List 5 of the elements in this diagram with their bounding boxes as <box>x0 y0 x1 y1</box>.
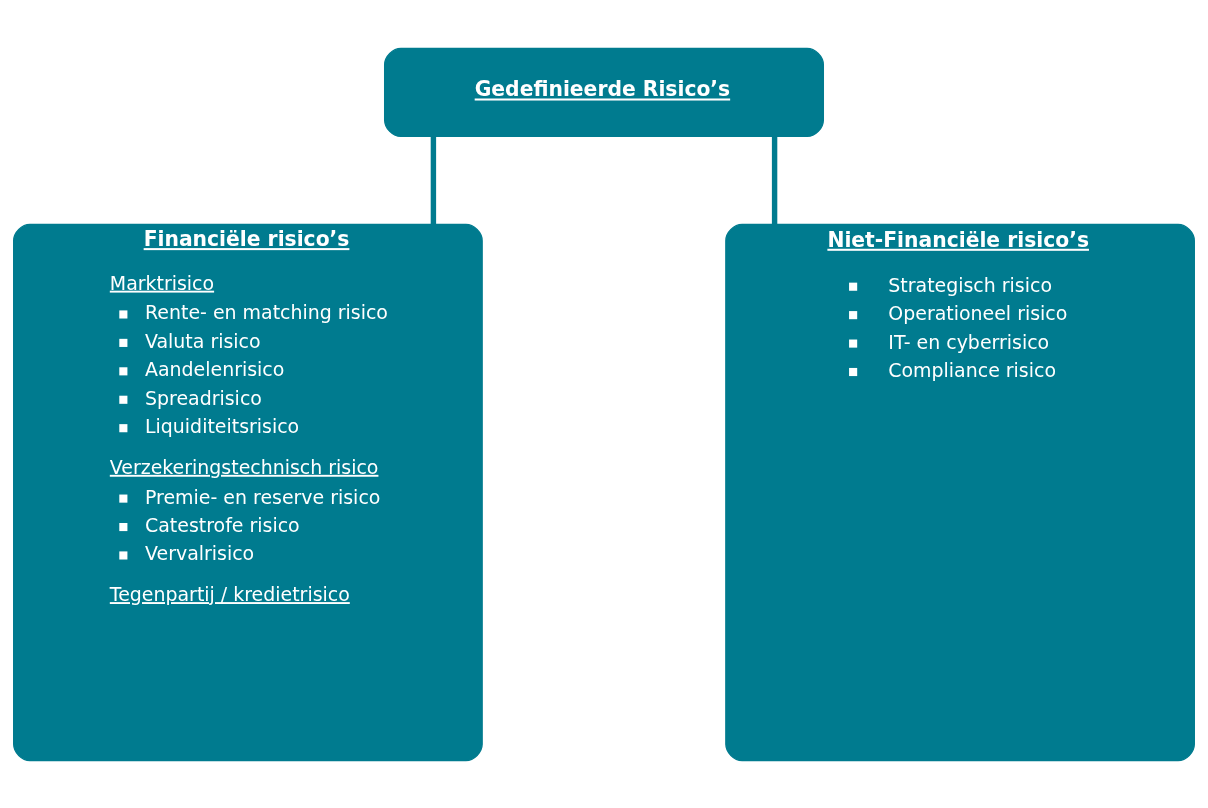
connector <box>771 136 778 224</box>
node-box: Gedefinieerde Risico’s <box>384 47 824 137</box>
node-box: Niet-Financiële risico’s Strategisch risico Operationeel risico IT- en cyberrisico Compliance risico <box>725 223 1195 761</box>
node-box: Financiële risico’s Marktrisico Rente- en matching risico Valuta risico Aandelenrisico Spreadrisico Liquiditeitsrisico Verzekeringstechnisch risico Premie- en reserve risico Catestrofe risico Vervalrisico Tegenpartij / kredietrisico <box>13 223 483 761</box>
connector <box>430 136 437 224</box>
